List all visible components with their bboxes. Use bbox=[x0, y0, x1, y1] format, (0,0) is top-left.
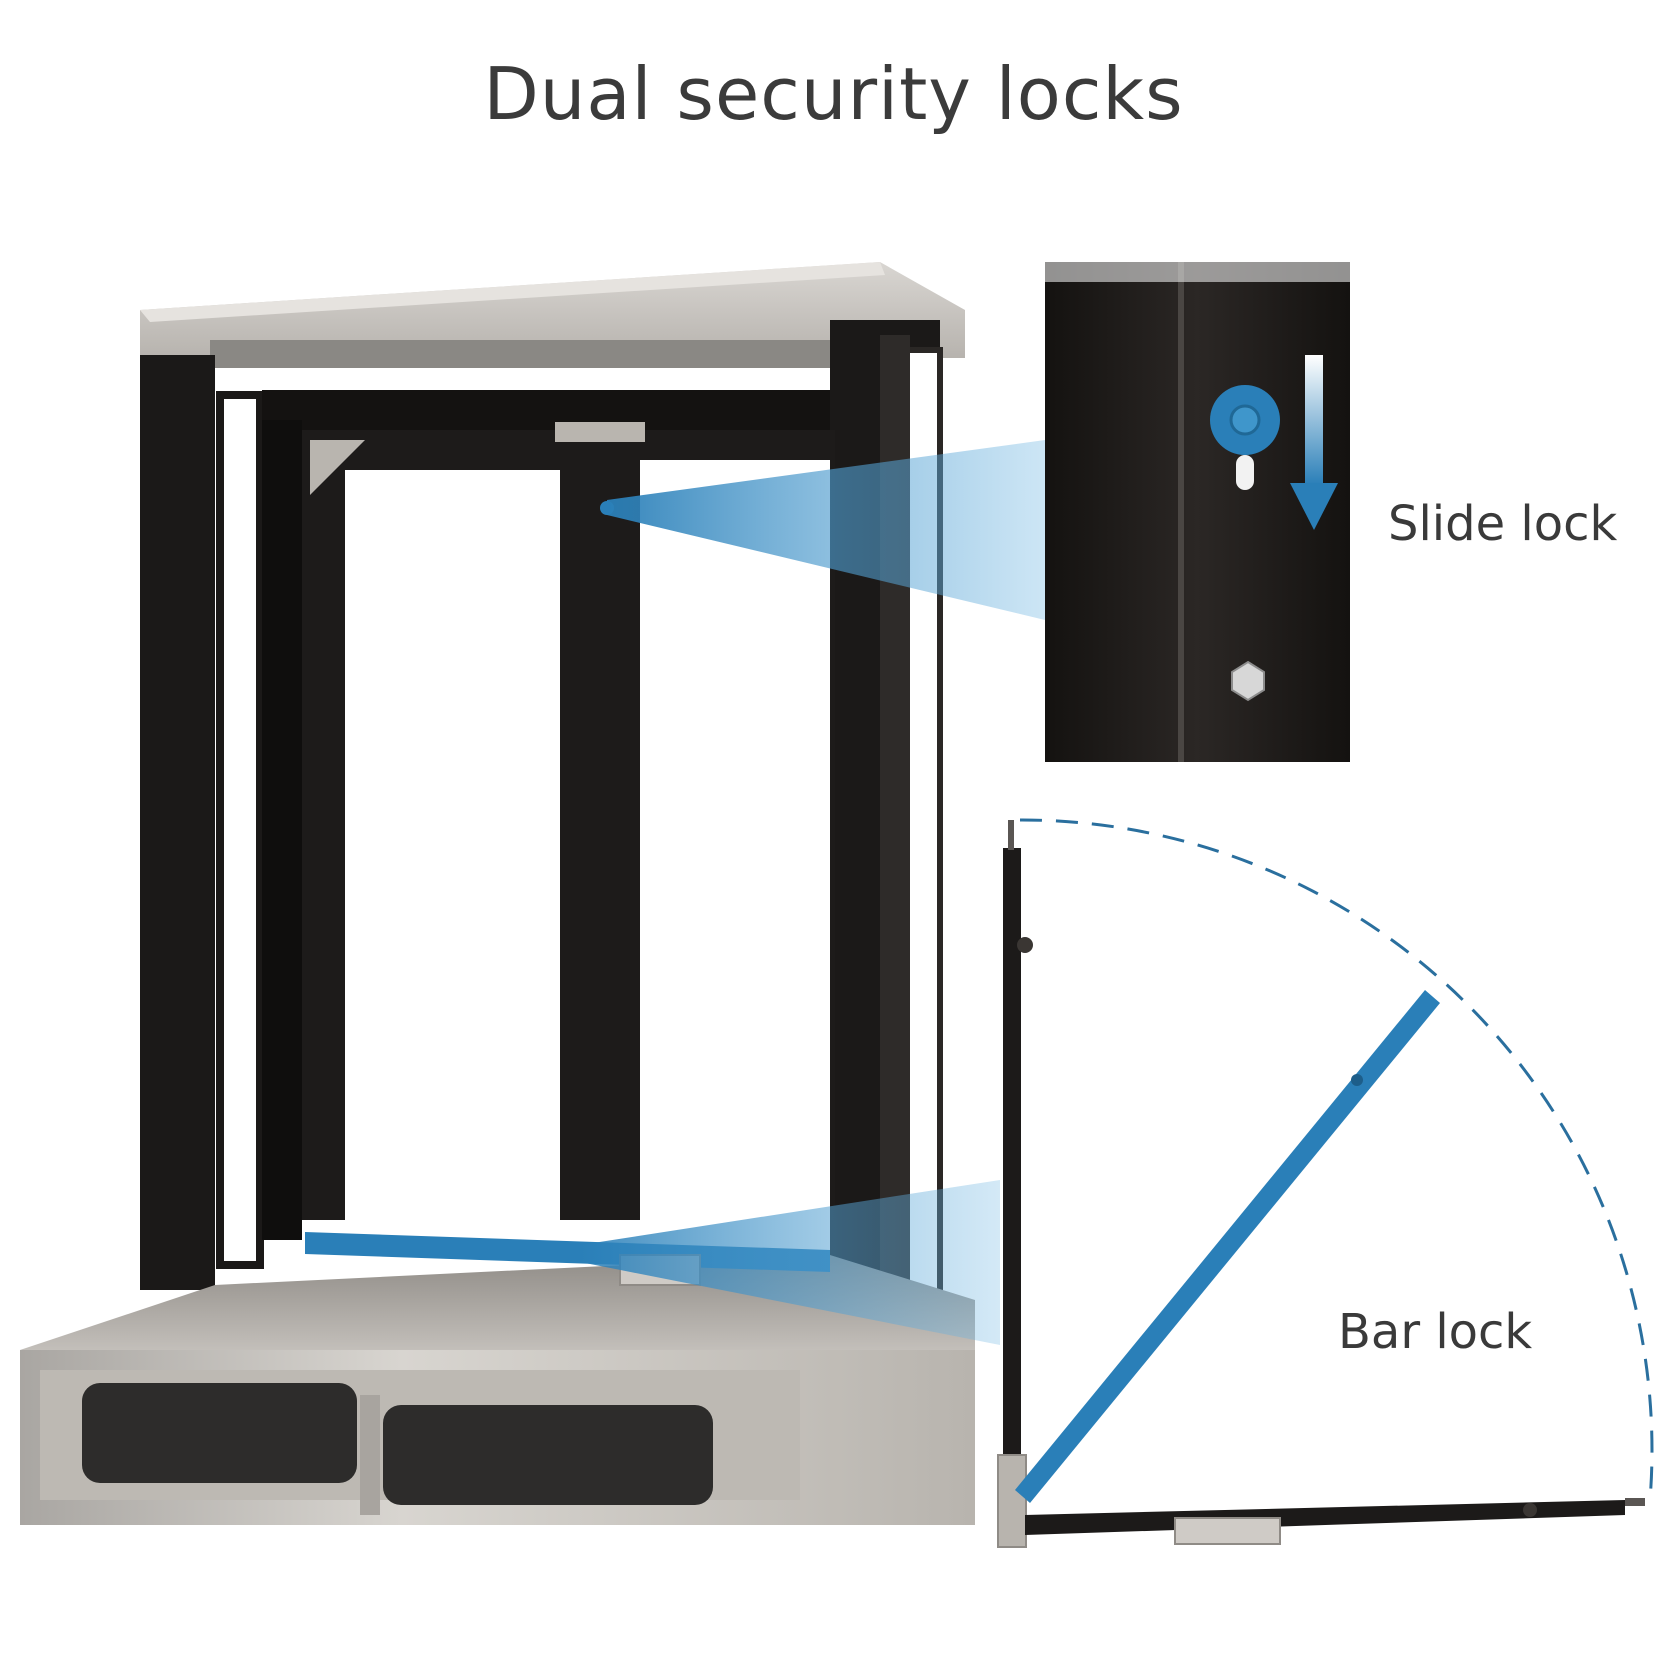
bar-lock-diagram bbox=[997, 818, 1654, 1548]
slide-lock-label: Slide lock bbox=[1388, 496, 1618, 552]
service-window-unit bbox=[20, 262, 975, 1525]
swing-arc bbox=[1019, 818, 1654, 1501]
bar-lock-beam bbox=[580, 1180, 1000, 1345]
bolt-head bbox=[1231, 660, 1265, 702]
hinge-post bbox=[1003, 848, 1021, 1488]
slide-lock-inset bbox=[1045, 262, 1350, 762]
left-tray-handle bbox=[82, 1383, 357, 1483]
left-post bbox=[140, 355, 215, 1290]
arrow-down-icon bbox=[1290, 355, 1338, 530]
page-title: Dual security locks bbox=[483, 52, 1184, 136]
top-canopy bbox=[140, 262, 965, 358]
right-tray-handle bbox=[383, 1405, 713, 1505]
bar-lock-label: Bar lock bbox=[1338, 1304, 1533, 1360]
slide-lock-beam bbox=[607, 440, 1045, 620]
bar-lock-swinging bbox=[1015, 990, 1440, 1503]
